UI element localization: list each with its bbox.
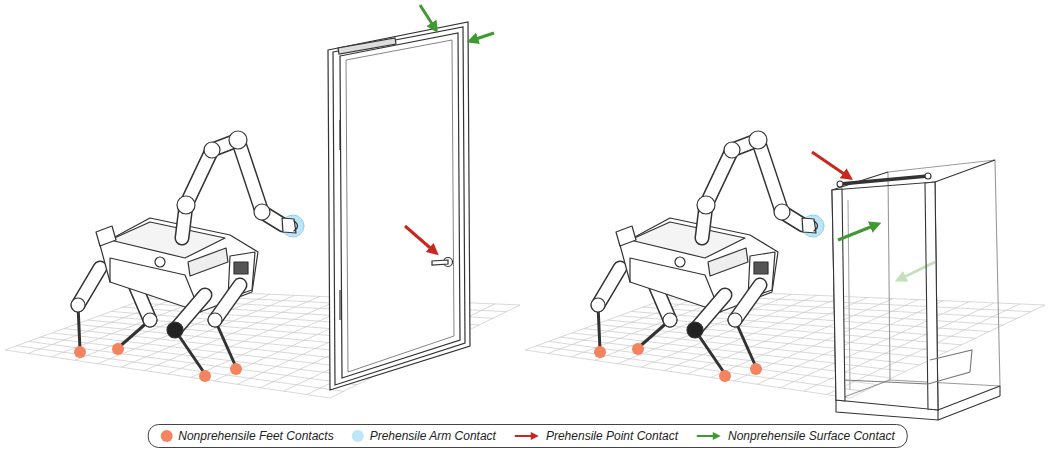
- cabinet: [832, 182, 938, 410]
- legend-arrow: [514, 431, 540, 441]
- robot-body: [155, 257, 165, 267]
- cabinet: [925, 173, 931, 179]
- robot-arm: [182, 140, 283, 238]
- door: [432, 260, 448, 265]
- door: [340, 33, 460, 378]
- rear-legs: [143, 313, 157, 327]
- legend-text: Nonprehensile Feet Contacts: [178, 429, 333, 443]
- arrow-shaft: [515, 435, 533, 437]
- door: [339, 290, 340, 320]
- front-legs: [215, 320, 236, 367]
- robot-arm: [177, 131, 304, 238]
- cabinet: [999, 386, 1000, 396]
- grid-line: [780, 302, 969, 388]
- robot-body: [110, 222, 225, 258]
- legged-robot: [591, 131, 824, 382]
- legend-item: Nonprehensile Feet Contacts: [160, 429, 333, 443]
- robot-arm: [294, 221, 298, 231]
- legend-text: Prehensile Arm Contact: [370, 429, 496, 443]
- legend-item: Nonprehensile Surface Contact: [696, 429, 895, 443]
- robot-body: [188, 248, 228, 276]
- front-legs: [167, 322, 183, 338]
- cabinet: [848, 200, 850, 390]
- robot-arm: [182, 140, 283, 238]
- foot-contact: [112, 343, 124, 355]
- cabinet: [938, 386, 1000, 410]
- cabinet: [925, 182, 938, 410]
- legend-arrow: [696, 431, 722, 441]
- robot-arm: [177, 196, 195, 214]
- cabinet: [837, 181, 843, 187]
- legend-text: Prehensile Point Contact: [546, 429, 678, 443]
- cabinet: [840, 176, 928, 184]
- contact-arrows: [470, 33, 494, 41]
- robot-arm: [229, 131, 247, 149]
- robot-body: [110, 258, 200, 312]
- cabinet: [888, 160, 1000, 386]
- grid-line: [827, 304, 1020, 395]
- foot-contact: [199, 370, 211, 382]
- arrow-head: [713, 432, 721, 440]
- robot-arm: [204, 142, 220, 158]
- front-legs: [167, 285, 240, 374]
- rear-legs: [71, 298, 85, 312]
- arrow-head: [531, 432, 539, 440]
- door: [338, 38, 396, 54]
- door: [328, 22, 470, 390]
- robot-arm: [282, 215, 304, 237]
- arrow-shaft: [697, 435, 715, 437]
- contact-arrows: [405, 5, 935, 280]
- foot-contact: [74, 346, 86, 358]
- legged-robot: [71, 131, 304, 382]
- legend-item: Prehensile Arm Contact: [352, 429, 496, 443]
- cabinet: [832, 160, 1000, 420]
- cabinet: [832, 189, 845, 401]
- front-legs: [208, 313, 222, 327]
- grid-line: [804, 303, 995, 391]
- door: [346, 40, 454, 372]
- grid-line: [631, 311, 975, 338]
- robot-body: [96, 226, 116, 246]
- foot-contact: [230, 363, 242, 375]
- robot-body: [234, 262, 248, 274]
- cabinet: [935, 160, 995, 182]
- cabinet: [845, 350, 972, 384]
- contact-arrows: [898, 262, 935, 280]
- contact-arrows: [812, 152, 850, 178]
- contact-arrows: [838, 224, 878, 240]
- legend-item: Prehensile Point Contact: [514, 429, 678, 443]
- contact-arrows: [405, 226, 436, 253]
- legend: Nonprehensile Feet Contacts Prehensile Ar…: [147, 424, 908, 448]
- robot-arm: [254, 204, 270, 220]
- cabinet: [938, 396, 1000, 420]
- contact-arrows: [420, 5, 436, 30]
- door: [333, 27, 465, 385]
- legend-text: Nonprehensile Surface Contact: [728, 429, 895, 443]
- foot-contact: [74, 343, 242, 382]
- legend-swatch: [352, 430, 364, 442]
- cabinet: [836, 400, 938, 420]
- legend-swatch: [160, 430, 172, 442]
- door: [339, 120, 340, 150]
- door: [328, 22, 470, 390]
